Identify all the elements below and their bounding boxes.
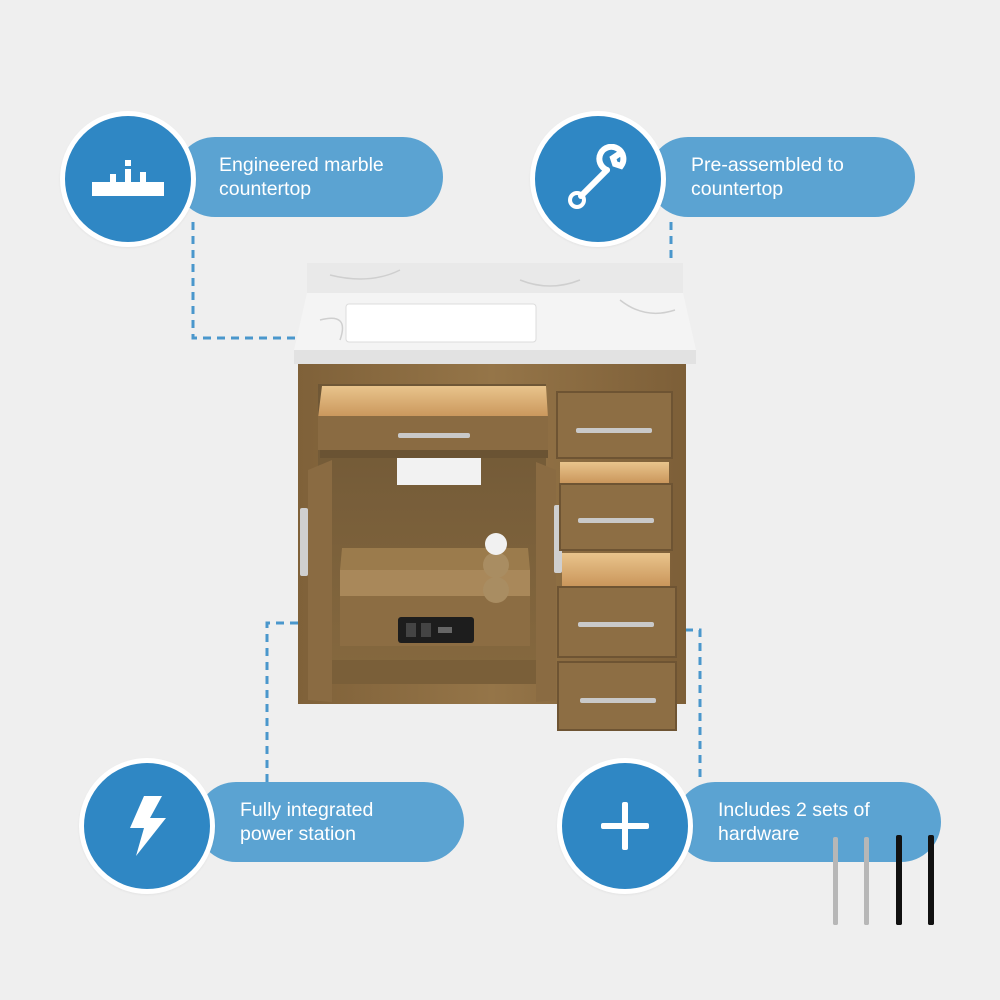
feature-label-hardware: Includes 2 sets of hardware: [675, 782, 941, 862]
marble-countertop-icon: [92, 160, 164, 196]
feature-badge-hardware: [557, 758, 693, 894]
feature-text-line1: Engineered marble: [219, 154, 384, 176]
feature-text-line2: countertop: [691, 178, 784, 200]
feature-badge-power: [79, 758, 215, 894]
feature-text-line1: Pre-assembled to: [691, 154, 844, 176]
lightning-bolt-icon: [130, 796, 166, 856]
plus-icon: [601, 802, 649, 850]
feature-label-power: Fully integrated power station: [196, 782, 464, 862]
feature-label-countertop: Engineered marble countertop: [175, 137, 443, 217]
feature-badge-countertop: [60, 111, 196, 247]
marble-countertop: [294, 263, 696, 364]
feature-badge-assembly: [530, 111, 666, 247]
side-drawers: [556, 391, 677, 731]
feature-text-line1: Includes 2 sets of: [718, 799, 870, 821]
feature-text-line2: hardware: [718, 823, 800, 845]
wrench-icon: [568, 144, 627, 209]
feature-label-assembly: Pre-assembled to countertop: [648, 137, 915, 217]
feature-text-line2: countertop: [219, 178, 312, 200]
feature-text-line1: Fully integrated: [240, 799, 374, 821]
feature-text-line2: power station: [240, 823, 356, 845]
